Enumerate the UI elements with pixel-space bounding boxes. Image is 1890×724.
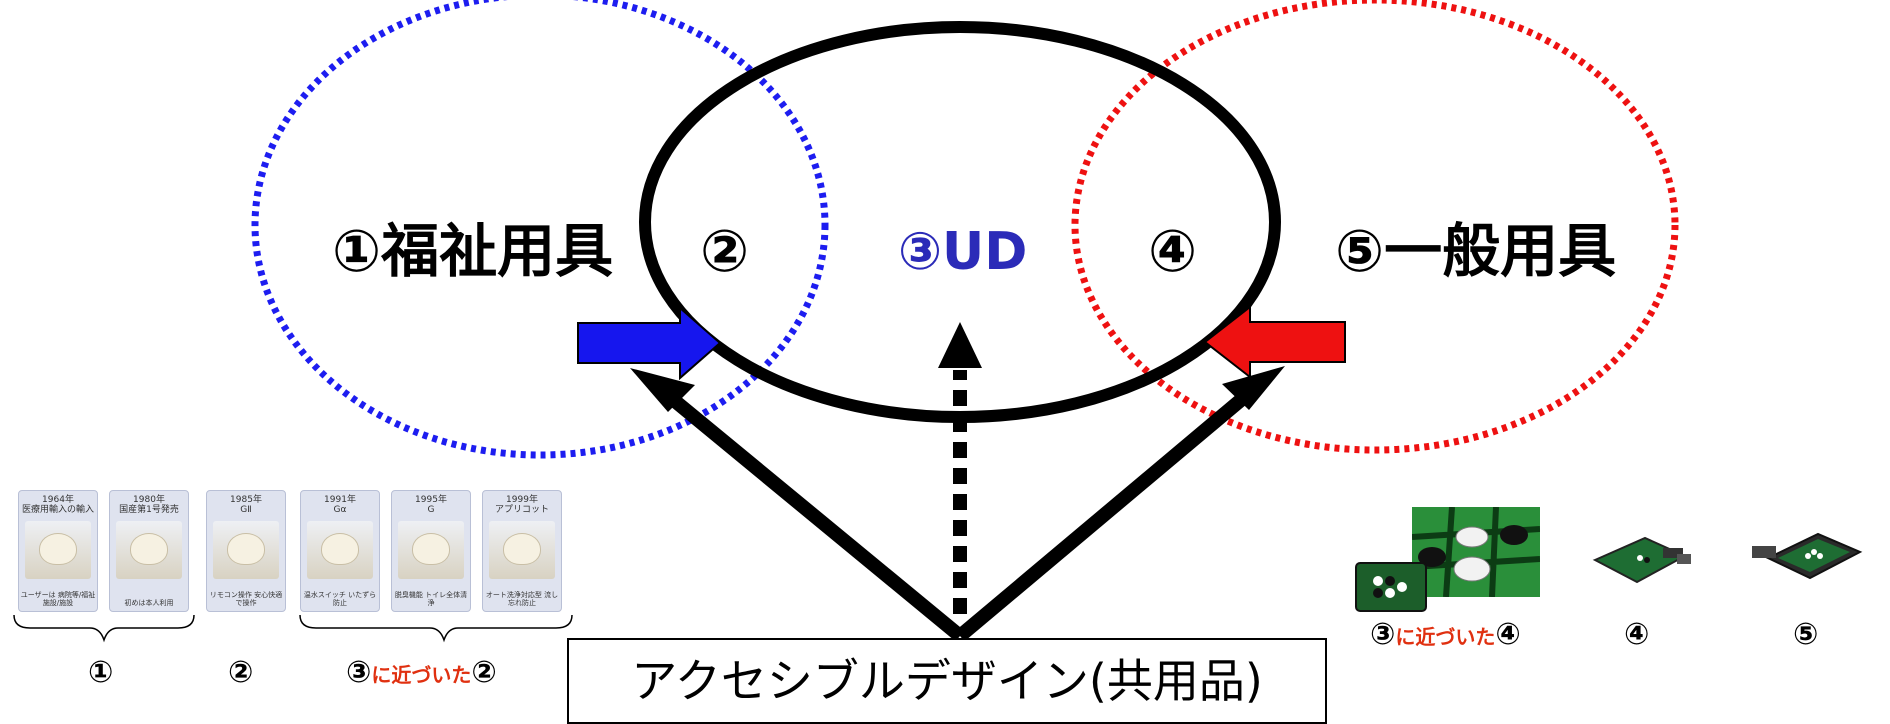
card-title: 国産第1号発売 <box>119 505 179 516</box>
near-text-right: に近づいた <box>1395 625 1496 649</box>
toilet-photo <box>116 521 182 579</box>
general-circle <box>1071 0 1679 454</box>
reversi-photo-four <box>1585 520 1695 595</box>
reversi-photo-closeup <box>1412 507 1540 597</box>
welfare-label: ①福祉用具 <box>332 217 614 285</box>
card-year: 1980年 <box>133 495 165 505</box>
right-group-label-near: ③に近づいた④ <box>1370 620 1521 650</box>
card-title: Gα <box>333 505 347 516</box>
toilet-photo <box>25 521 91 579</box>
toilet-photo <box>307 521 373 579</box>
ud-label: ③UD <box>898 222 1028 282</box>
toilet-card: 1964年医療用輸入の輸入 ユーザーは 病院等/福祉施設/施設 <box>18 490 98 612</box>
general-label: ⑤一般用具 <box>1335 217 1617 285</box>
card-year: 1991年 <box>324 495 356 505</box>
label-two-after: ② <box>471 655 497 690</box>
arrow-left-icon <box>1203 304 1346 380</box>
overlap-right-label: ④ <box>1148 217 1198 285</box>
group-label-two: ② <box>228 655 254 690</box>
toilet-photo <box>213 521 279 579</box>
reversi-photo-five <box>1748 510 1866 588</box>
brace-group-three <box>299 614 573 643</box>
right-group-label-four: ④ <box>1624 617 1650 652</box>
group-label-three: ③に近づいた② <box>346 658 497 688</box>
card-note: ユーザーは 病院等/福祉施設/施設 <box>20 590 96 607</box>
arrow-to-left-overlap <box>659 386 965 642</box>
arrow-right-head <box>1222 366 1285 410</box>
toilet-card: 1980年国産第1号発売 初めは本人利用 <box>109 490 189 612</box>
card-year: 1964年 <box>42 495 74 505</box>
card-title: GⅡ <box>240 505 252 516</box>
card-note: 温水スイッチ いたずら防止 <box>303 590 377 607</box>
card-title: 医療用輸入の輸入 <box>21 505 94 516</box>
reversi-photo-small <box>1352 557 1430 615</box>
toilet-photo <box>489 521 555 579</box>
toilet-photo <box>398 521 464 579</box>
card-title: G <box>427 505 435 516</box>
card-note: 脱臭機能 トイレ全体清浄 <box>394 590 468 607</box>
brace-group-one <box>13 614 195 643</box>
arrow-up-head <box>938 322 982 368</box>
overlap-left-label: ② <box>700 217 750 285</box>
label-three-right: ③ <box>1370 617 1396 652</box>
card-note: オート洗浄対応型 流し忘れ防止 <box>485 590 559 607</box>
arrow-to-right-overlap <box>955 388 1253 642</box>
arrow-left-head <box>630 368 695 412</box>
card-note: 初めは本人利用 <box>124 598 174 607</box>
label-three: ③ <box>346 655 372 690</box>
card-note: リモコン操作 安心快適で操作 <box>209 590 283 607</box>
card-year: 1999年 <box>506 495 538 505</box>
arrow-right-icon <box>577 305 722 381</box>
right-group-label-five: ⑤ <box>1793 617 1819 652</box>
card-title: アプリコット <box>494 505 549 516</box>
card-year: 1985年 <box>230 495 262 505</box>
card-year: 1995年 <box>415 495 447 505</box>
label-four-after: ④ <box>1495 617 1521 652</box>
caption-text: アクセシブルデザイン(共用品) <box>631 654 1263 708</box>
welfare-circle <box>251 0 829 459</box>
near-text: に近づいた <box>371 663 472 687</box>
group-label-one: ① <box>88 655 114 690</box>
toilet-card: 1999年アプリコット オート洗浄対応型 流し忘れ防止 <box>482 490 562 612</box>
caption-box: アクセシブルデザイン(共用品) <box>567 638 1327 724</box>
